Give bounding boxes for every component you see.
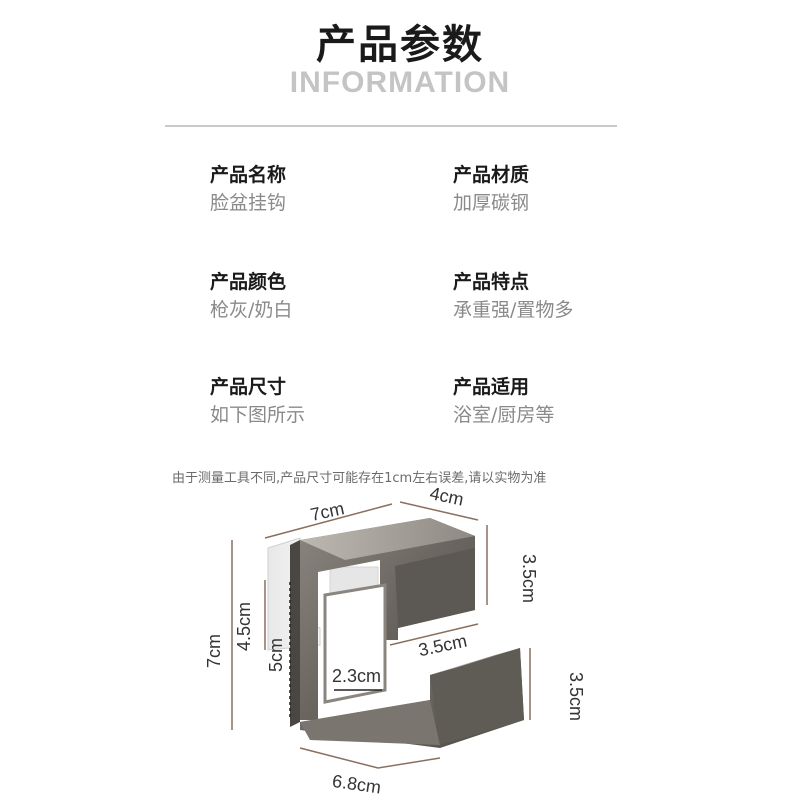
dim-total-height: 7cm xyxy=(204,634,224,668)
param-label: 产品适用 xyxy=(453,376,530,398)
param-material: 产品材质 加厚碳钢 xyxy=(453,163,529,216)
param-value: 如下图所示 xyxy=(210,404,306,426)
param-label: 产品特点 xyxy=(453,271,530,293)
hook-bottom-floor xyxy=(300,700,440,745)
param-value: 枪灰/奶白 xyxy=(210,299,293,321)
dim-top-depth: 4cm xyxy=(428,483,465,510)
hook-bottom-top xyxy=(430,648,520,675)
param-name: 产品名称 脸盆挂钩 xyxy=(210,163,286,216)
dim-inner-width: 2.3cm xyxy=(332,666,381,686)
param-value: 加厚碳钢 xyxy=(453,192,530,214)
param-color: 产品颜色 枪灰/奶白 xyxy=(210,270,292,323)
param-label: 产品颜色 xyxy=(210,271,287,293)
page-subtitle: INFORMATION xyxy=(289,66,511,99)
hook-bottom-lip xyxy=(430,648,524,745)
measurement-note: 由于测量工具不同,产品尺寸可能存在1cm左右误差,请以实物为准 xyxy=(172,471,547,486)
hook-top-face xyxy=(300,518,475,560)
param-value: 承重强/置物多 xyxy=(453,299,574,321)
dim-bottom-width: 6.8cm xyxy=(331,771,382,798)
param-value: 脸盆挂钩 xyxy=(210,192,287,214)
dim-bottom-height: 3.5cm xyxy=(566,672,586,721)
dimension-lines xyxy=(231,501,531,769)
param-value: 浴室/厨房等 xyxy=(453,404,555,426)
header-divider xyxy=(165,125,617,127)
param-size: 产品尺寸 如下图所示 xyxy=(210,375,305,428)
dim-top-width: 7cm xyxy=(309,498,346,525)
dim-pad-height: 4.5cm xyxy=(234,602,254,651)
param-label: 产品材质 xyxy=(453,164,530,186)
param-usage: 产品适用 浴室/厨房等 xyxy=(453,375,554,428)
hook-top-front xyxy=(395,548,475,628)
page-title: 产品参数 xyxy=(316,22,484,68)
param-label: 产品名称 xyxy=(210,164,287,186)
param-label: 产品尺寸 xyxy=(210,376,287,398)
dim-top-height: 3.5cm xyxy=(519,554,539,603)
dim-inner-height: 5cm xyxy=(266,638,286,672)
param-feature: 产品特点 承重强/置物多 xyxy=(453,270,573,323)
hook-window xyxy=(323,583,387,704)
hook-back-edge xyxy=(290,540,300,727)
dim-bottom-depth: 3.5cm xyxy=(417,631,469,661)
